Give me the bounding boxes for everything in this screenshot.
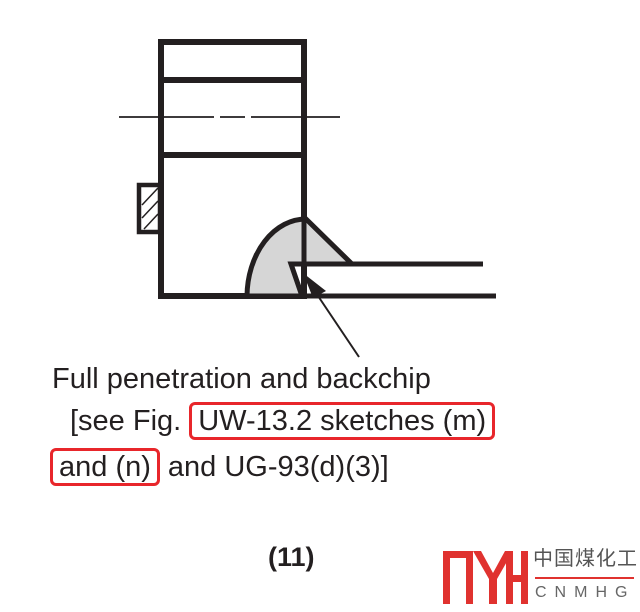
caption-line-3-highlight: and (n)	[50, 448, 160, 486]
caption-line-3-suffix: and UG-93(d)(3)]	[167, 451, 389, 483]
arrow-pointer	[303, 273, 360, 358]
logo-mark	[443, 551, 528, 604]
figure-number: (11)	[268, 542, 315, 572]
caption-line-1-text: Full penetration and backchip	[52, 363, 431, 395]
caption-line-2-highlight: UW-13.2 sketches (m)	[189, 402, 496, 440]
caption-line-1: Full penetration and backchip	[52, 362, 431, 396]
logo-chinese-text: 中国煤化工	[533, 548, 638, 570]
caption-line-2: [see Fig. UW-13.2 sketches (m)	[70, 402, 496, 440]
logo-divider	[535, 577, 634, 579]
hatched-pad	[136, 182, 163, 235]
caption-line-3: and (n) and UG-93(d)(3)]	[50, 448, 389, 486]
plate	[161, 261, 496, 299]
logo-english-text: CNMHG	[535, 584, 636, 601]
caption-line-2-prefix: [see Fig.	[70, 405, 182, 437]
weld-outline	[244, 216, 354, 297]
